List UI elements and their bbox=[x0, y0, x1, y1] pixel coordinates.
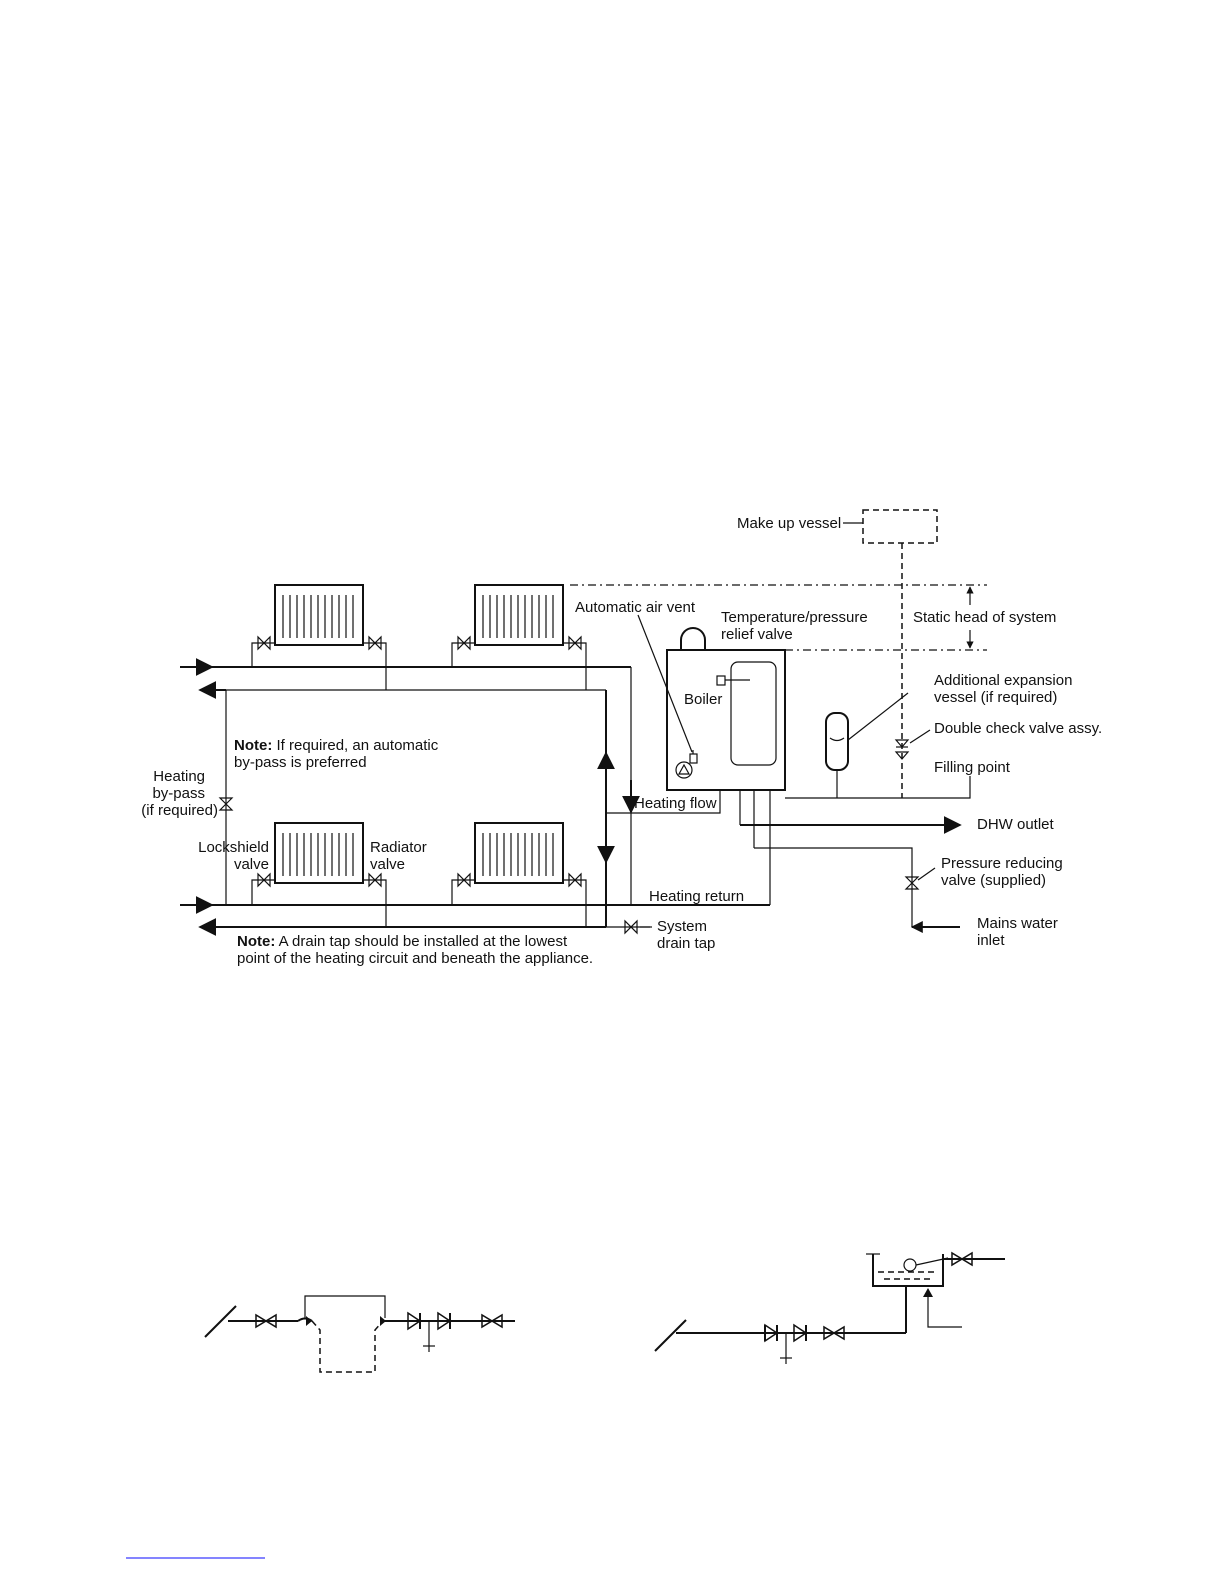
note-drain-label: Note: bbox=[237, 933, 275, 950]
label-heating-return: Heating return bbox=[649, 888, 744, 905]
mains-pipework bbox=[754, 847, 960, 933]
radiator-connections bbox=[251, 642, 587, 927]
note-bypass-line1: Note: If required, an automatic bbox=[234, 737, 439, 754]
drain-tap-icon bbox=[624, 919, 638, 935]
label-boiler: Boiler bbox=[684, 691, 722, 708]
label-double-check-valve: Double check valve assy. bbox=[934, 720, 1102, 737]
radiator-bottom-left bbox=[274, 822, 364, 884]
make-up-vessel bbox=[862, 509, 938, 798]
radiator-top-left bbox=[274, 584, 364, 646]
radiator-top-right bbox=[474, 584, 564, 646]
filling-pipework bbox=[785, 712, 971, 799]
note-drain-line1: Note: A drain tap should be installed at… bbox=[237, 933, 568, 950]
label-heating-flow: Heating flow bbox=[634, 795, 717, 812]
note-drain-text: A drain tap should be installed at the l… bbox=[275, 933, 568, 950]
label-radiator-valve-2: valve bbox=[370, 856, 405, 873]
label-bypass-1: Heating bbox=[153, 768, 205, 785]
label-lockshield-2: valve bbox=[234, 856, 269, 873]
label-mains-2: inlet bbox=[977, 932, 1005, 949]
note-bypass-text: If required, an automatic bbox=[272, 737, 438, 754]
bypass-valve-icon bbox=[218, 797, 234, 811]
leader-lines bbox=[637, 522, 936, 928]
label-dhw-outlet: DHW outlet bbox=[977, 816, 1055, 833]
label-mains-1: Mains water bbox=[977, 915, 1058, 932]
label-additional-expansion-1: Additional expansion bbox=[934, 672, 1072, 689]
label-temp-relief-1: Temperature/pressure bbox=[721, 609, 868, 626]
label-system-drain-1: System bbox=[657, 918, 707, 935]
label-prv-2: valve (supplied) bbox=[941, 872, 1046, 889]
note-bypass-line2: by-pass is preferred bbox=[234, 754, 367, 771]
label-make-up-vessel: Make up vessel bbox=[737, 515, 841, 532]
label-static-head: Static head of system bbox=[913, 609, 1056, 626]
note-bypass-label: Note: bbox=[234, 737, 272, 754]
label-additional-expansion-2: vessel (if required) bbox=[934, 689, 1057, 706]
cistern-fill-diagram bbox=[654, 1251, 1005, 1364]
label-prv-1: Pressure reducing bbox=[941, 855, 1063, 872]
heating-pipework bbox=[180, 658, 771, 936]
label-radiator-valve-1: Radiator bbox=[370, 839, 427, 856]
radiator-bottom-right bbox=[474, 822, 564, 884]
label-automatic-air-vent: Automatic air vent bbox=[575, 599, 696, 616]
radiator-valve-icons bbox=[257, 635, 582, 888]
label-bypass-3: (if required) bbox=[141, 802, 218, 819]
label-system-drain-2: drain tap bbox=[657, 935, 715, 952]
note-drain-line2: point of the heating circuit and beneath… bbox=[237, 950, 593, 967]
label-lockshield-1: Lockshield bbox=[198, 839, 269, 856]
label-temp-relief-2: relief valve bbox=[721, 626, 793, 643]
label-filling-point: Filling point bbox=[934, 759, 1011, 776]
boiler-unit bbox=[666, 627, 786, 848]
filling-loop-diagram bbox=[204, 1295, 515, 1373]
label-bypass-2: by-pass bbox=[152, 785, 205, 802]
